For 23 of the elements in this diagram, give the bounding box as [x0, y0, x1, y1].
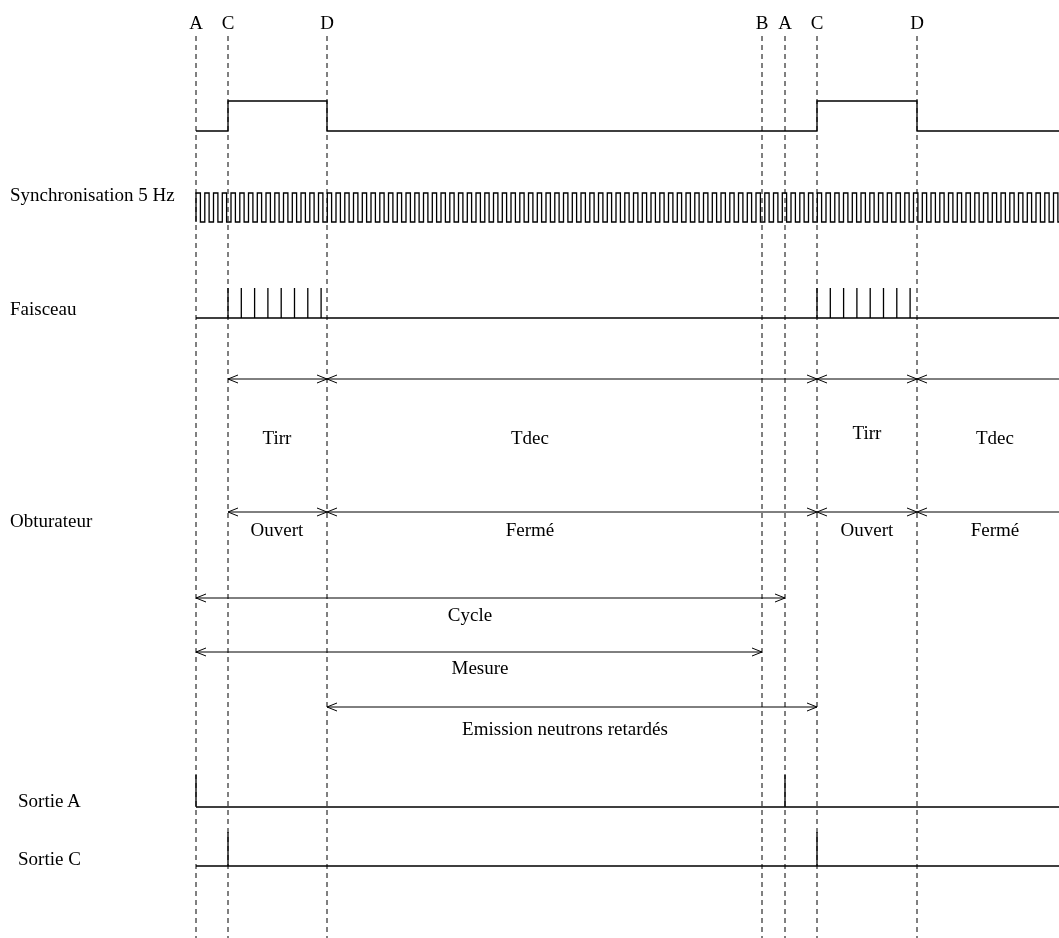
- signal-name: Obturateur: [10, 510, 93, 532]
- signal-name: Synchronisation 5 Hz: [10, 183, 176, 207]
- marker-letter: A: [778, 12, 792, 34]
- signal-name: Faisceau: [10, 298, 77, 320]
- signal-name: Sortie A: [18, 790, 81, 812]
- interval-label: Cycle: [447, 604, 493, 626]
- interval-label: Tdec: [511, 427, 549, 449]
- marker-letter: C: [221, 12, 235, 34]
- interval-label: Tirr: [852, 422, 882, 444]
- state-label: Fermé: [505, 519, 555, 541]
- marker-letter: D: [910, 12, 924, 34]
- state-label: Ouvert: [250, 519, 304, 541]
- interval-label: Emission neutrons retardés: [462, 718, 668, 740]
- interval-label: Tdec: [976, 427, 1014, 449]
- marker-letter: C: [810, 12, 824, 34]
- state-label: Ouvert: [840, 519, 894, 541]
- state-label: Fermé: [970, 519, 1020, 541]
- marker-letter: D: [320, 12, 334, 34]
- interval-label: Tirr: [262, 427, 292, 449]
- interval-label: Mesure: [451, 657, 509, 679]
- marker-letter: B: [755, 12, 769, 34]
- marker-letter: A: [189, 12, 203, 34]
- signal-name: Sortie C: [18, 848, 81, 870]
